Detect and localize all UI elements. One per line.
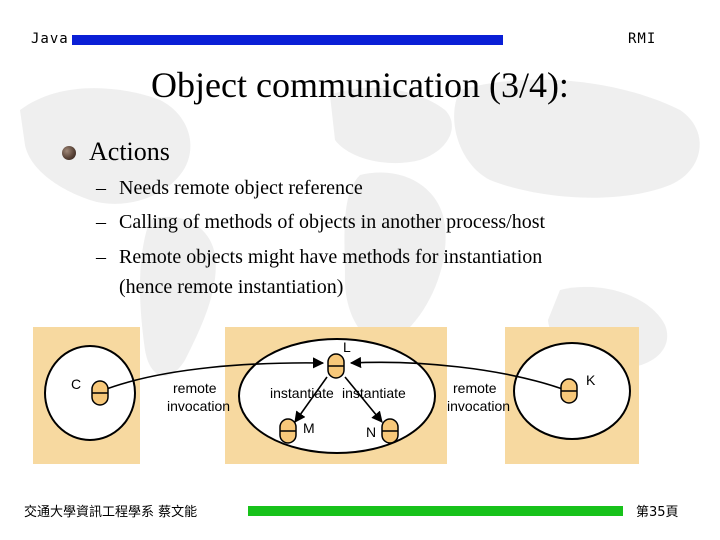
header-rule [72, 35, 503, 45]
label-remote-left: remote [173, 380, 217, 396]
object-n [381, 418, 399, 444]
object-c [91, 380, 109, 406]
label-m: M [303, 420, 315, 436]
label-k: K [586, 372, 596, 388]
instantiate-arrow-right [344, 376, 383, 423]
dash-icon: – [96, 246, 106, 268]
page-number: 第35頁 [636, 505, 679, 520]
sub-item: –Remote objects might have methods for i… [96, 246, 543, 268]
invocation-arrow-left [100, 357, 325, 392]
bullet-icon [62, 146, 76, 160]
rmi-diagram: C L K M N remote invocation instantiate … [33, 327, 639, 464]
slide-title: Object communication (3/4): [151, 65, 569, 105]
sub-item-continuation: (hence remote instantiation) [119, 276, 344, 298]
header-left-label: Java [31, 31, 69, 47]
label-instantiate-right: instantiate [342, 385, 406, 401]
sub-item: –Calling of methods of objects in anothe… [96, 211, 546, 233]
footer-rule [248, 506, 623, 516]
invocation-arrow-right [349, 356, 569, 392]
dash-icon: – [96, 177, 106, 199]
object-m [279, 418, 297, 444]
header-right-label: RMI [628, 31, 657, 47]
object-k [560, 378, 578, 404]
label-c: C [71, 376, 81, 392]
label-l: L [343, 339, 351, 355]
label-remote-right: remote [453, 380, 497, 396]
process-c [44, 345, 136, 441]
object-l [327, 353, 345, 379]
label-invocation-right: invocation [447, 398, 510, 414]
footer-left-label: 交通大學資訊工程學系 蔡文能 [24, 505, 198, 520]
instantiate-arrow-left [294, 376, 328, 423]
bullet-heading: Actions [89, 137, 170, 166]
label-instantiate-left: instantiate [270, 385, 334, 401]
label-invocation-left: invocation [167, 398, 230, 414]
dash-icon: – [96, 211, 106, 233]
label-n: N [366, 424, 376, 440]
sub-item: –Needs remote object reference [96, 177, 363, 199]
